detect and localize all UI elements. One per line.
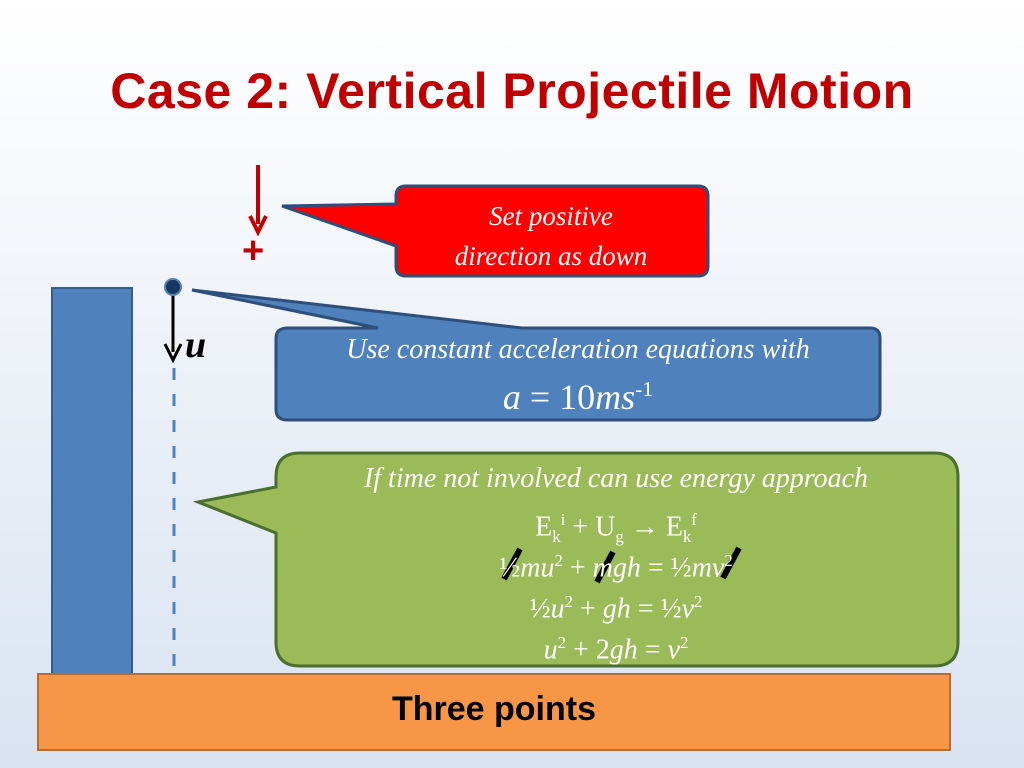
energy-final-equation: u2 + 2gh = v2 <box>543 633 689 666</box>
energy-simplified-equation: ½u2 + gh = ½v2 <box>529 592 703 625</box>
cancel-mark-3 <box>720 546 742 580</box>
velocity-arrow <box>163 290 183 364</box>
cancel-mark-2 <box>594 550 616 584</box>
positive-sign: + <box>242 230 265 272</box>
callout-blue-line1: Use constant acceleration equations with <box>346 334 810 365</box>
energy-full-equation: ½mu2 + mgh = ½mv2 <box>499 551 733 584</box>
velocity-label: u <box>185 324 207 366</box>
acceleration-equation: a = 10ms-1 <box>502 377 654 417</box>
callout-red-line1: Set positive <box>489 201 613 231</box>
energy-conservation-equation: Eki + Ug → Ekf <box>535 510 697 546</box>
ground-label: Three points <box>391 690 597 728</box>
callout-red-line2: direction as down <box>454 241 648 271</box>
callout-blue-text: Use constant acceleration equations with… <box>278 332 878 418</box>
callout-blue-box <box>191 288 882 422</box>
callout-red-box <box>281 184 710 278</box>
projectile-point <box>164 278 182 296</box>
cancel-mark-1 <box>501 547 523 581</box>
ground <box>37 673 951 751</box>
slide-title: Case 2: Vertical Projectile Motion <box>110 63 914 119</box>
building <box>51 287 133 681</box>
callout-green-line1: If time not involved can use energy appr… <box>363 463 869 494</box>
callout-red-text: Set positive direction as down <box>398 196 704 276</box>
callout-green-text: If time not involved can use energy appr… <box>280 458 952 666</box>
positive-direction-arrow <box>248 165 268 237</box>
callout-green-box <box>192 451 960 668</box>
